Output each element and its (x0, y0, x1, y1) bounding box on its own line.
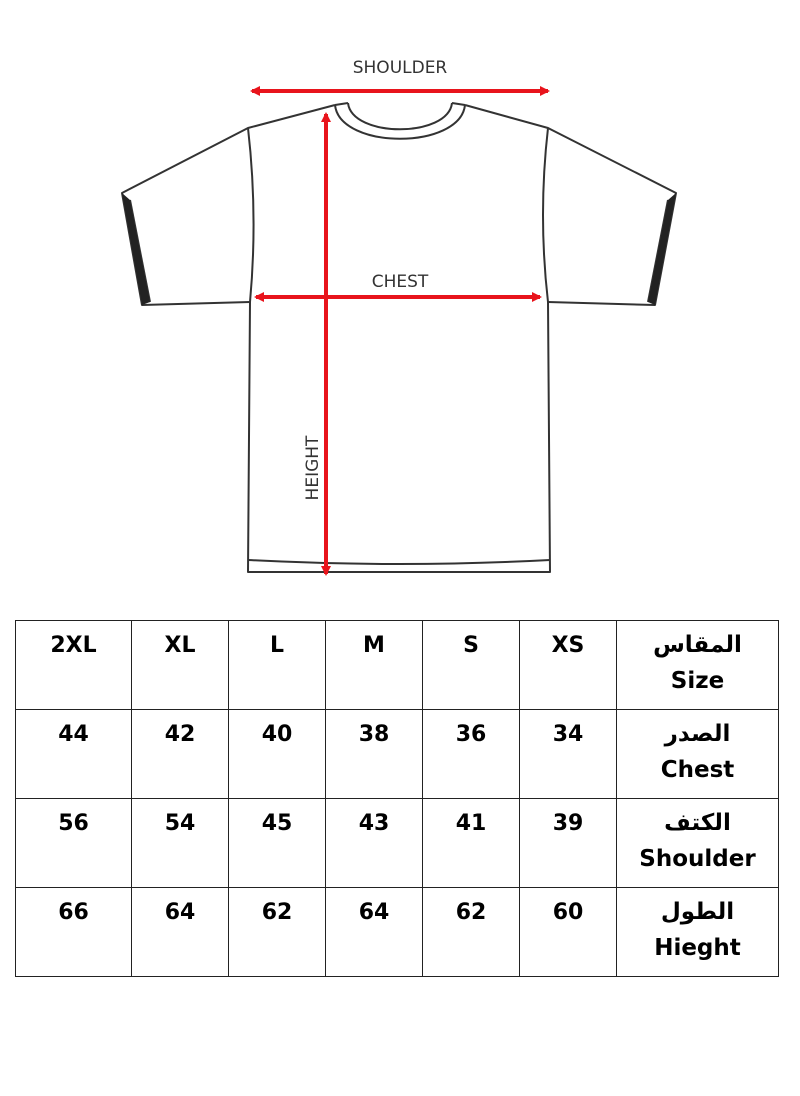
table-row-height: 66 64 62 64 62 60 الطول Hieght (15, 887, 779, 977)
row-header-shoulder-en: Shoulder (639, 846, 756, 872)
chest-label: CHEST (372, 272, 429, 292)
size-chart: 2XL XL L M S XS المقاس Size 44 42 40 38 … (15, 620, 779, 977)
cell-shoulder-s: 41 (422, 798, 520, 888)
cell-chest-2xl: 44 (15, 709, 132, 799)
cell-height-xs: 60 (519, 887, 617, 977)
shoulder-label: SHOULDER (353, 58, 448, 78)
row-header-chest-en: Chest (660, 757, 735, 783)
row-header-shoulder: الكتف Shoulder (616, 798, 779, 888)
tshirt-outline (121, 102, 677, 573)
cell-size-m: M (325, 620, 423, 710)
cell-shoulder-xs: 39 (519, 798, 617, 888)
row-header-height-ar: الطول (660, 899, 735, 925)
cell-size-l: L (228, 620, 326, 710)
height-label: HEIGHT (303, 435, 323, 500)
cell-height-m: 64 (325, 887, 423, 977)
row-header-size-ar: المقاس (653, 632, 742, 658)
cell-shoulder-2xl: 56 (15, 798, 132, 888)
cell-size-xl: XL (131, 620, 229, 710)
size-table: 2XL XL L M S XS المقاس Size 44 42 40 38 … (15, 620, 779, 977)
cell-height-2xl: 66 (15, 887, 132, 977)
table-row-size: 2XL XL L M S XS المقاس Size (15, 620, 779, 710)
table-row-chest: 44 42 40 38 36 34 الصدر Chest (15, 709, 779, 799)
row-header-chest: الصدر Chest (616, 709, 779, 799)
row-header-height-en: Hieght (654, 935, 741, 961)
tshirt-measurement-diagram: SHOULDER CHEST HEIGHT (121, 58, 677, 576)
row-header-shoulder-ar: الكتف (664, 810, 731, 836)
row-header-size-en: Size (670, 668, 725, 694)
cell-height-xl: 64 (131, 887, 229, 977)
cell-chest-m: 38 (325, 709, 423, 799)
row-header-height: الطول Hieght (616, 887, 779, 977)
row-header-size: المقاس Size (616, 620, 779, 710)
table-row-shoulder: 56 54 45 43 41 39 الكتف Shoulder (15, 798, 779, 888)
cell-height-l: 62 (228, 887, 326, 977)
cell-chest-l: 40 (228, 709, 326, 799)
cell-shoulder-m: 43 (325, 798, 423, 888)
row-header-chest-ar: الصدر (664, 721, 731, 747)
cell-shoulder-xl: 54 (131, 798, 229, 888)
cell-size-2xl: 2XL (15, 620, 132, 710)
right-cuff-band (648, 193, 676, 305)
cell-size-s: S (422, 620, 520, 710)
cell-height-s: 62 (422, 887, 520, 977)
left-cuff-band (122, 193, 150, 305)
cell-chest-s: 36 (422, 709, 520, 799)
cell-chest-xs: 34 (519, 709, 617, 799)
cell-size-xs: XS (519, 620, 617, 710)
cell-shoulder-l: 45 (228, 798, 326, 888)
cell-chest-xl: 42 (131, 709, 229, 799)
